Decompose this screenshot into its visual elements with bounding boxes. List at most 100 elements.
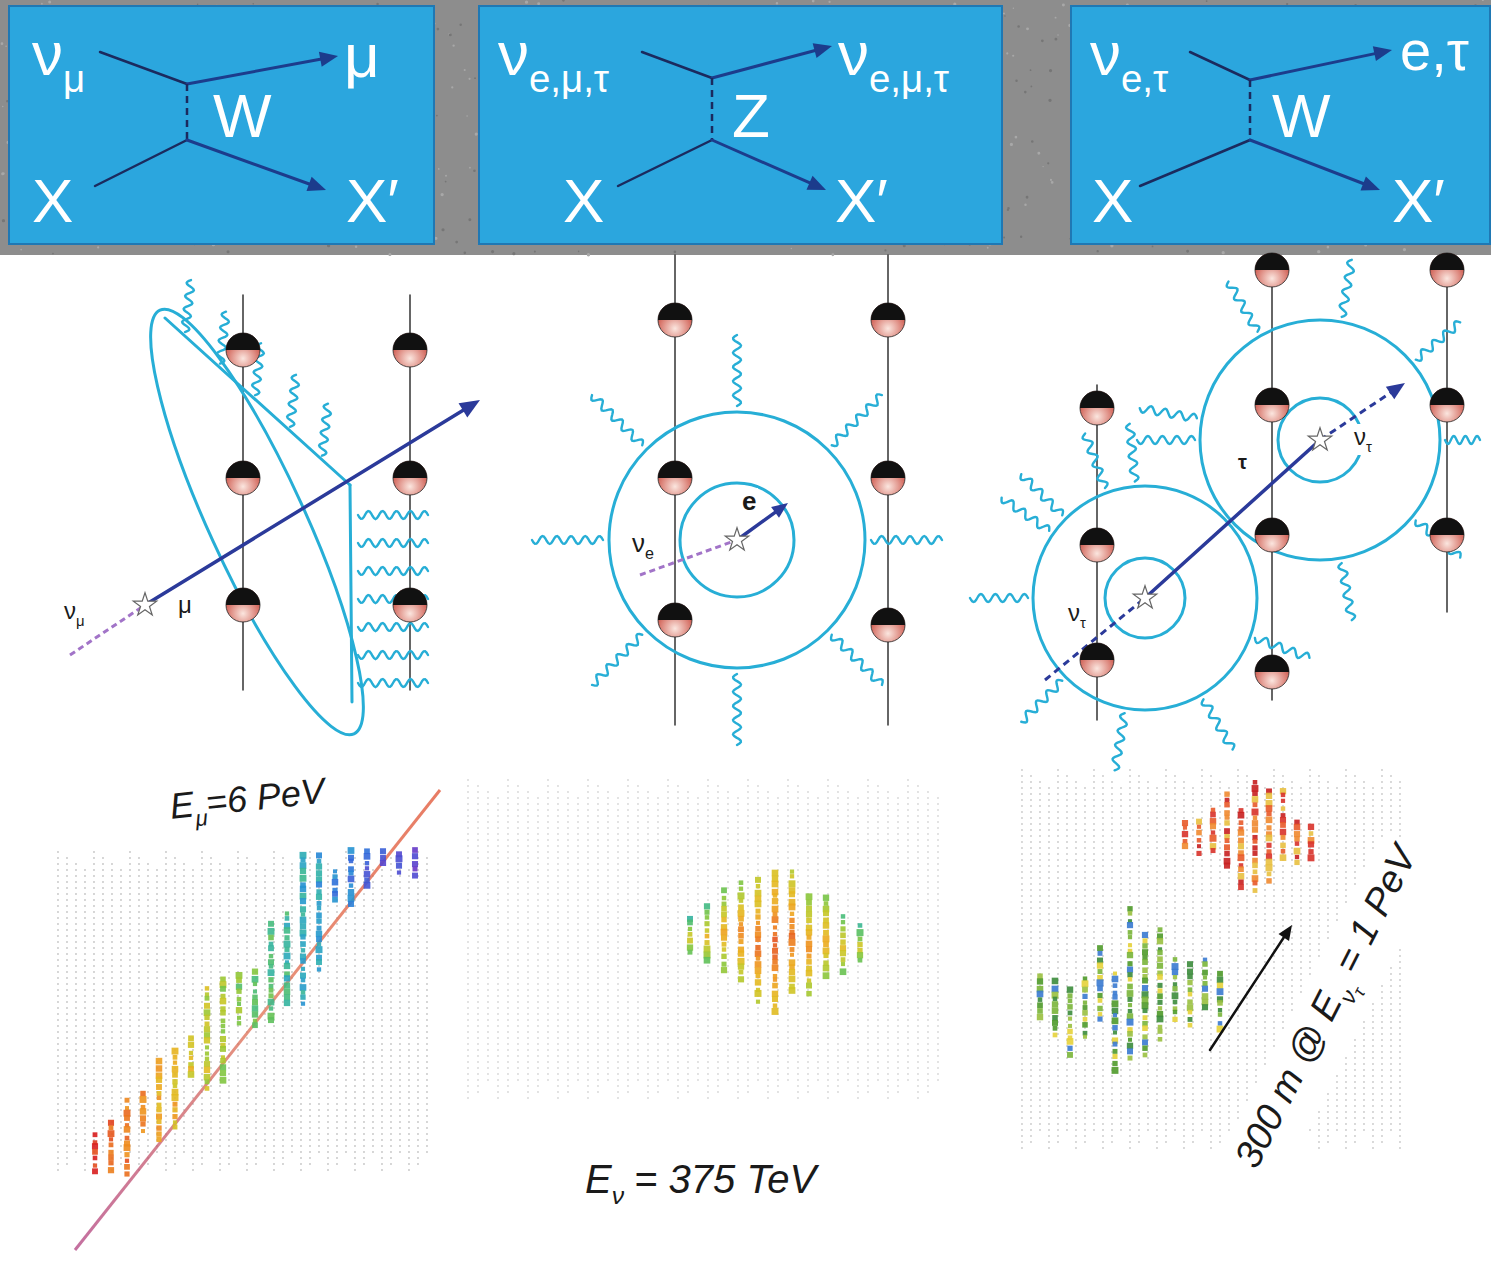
hit [220,1058,226,1064]
hit [236,989,241,994]
hit [1253,880,1258,885]
hit [300,995,305,1000]
hit [237,997,242,1002]
hit [252,1011,258,1017]
line [1045,598,1145,680]
hit [1098,998,1103,1003]
hit [1157,1016,1164,1023]
arrow-head [813,43,832,58]
hit [772,996,778,1002]
hit [269,964,273,968]
photon-squiggle [358,539,428,547]
hit [1083,1005,1088,1010]
hit [1253,802,1258,807]
optical-module [1430,253,1464,287]
hit [1142,978,1148,984]
line [187,58,326,84]
hit [204,1037,210,1043]
hit [806,900,812,906]
module-lower [871,303,905,337]
hit [1202,970,1208,976]
hit [108,1160,113,1165]
particle-symbol: X [1092,166,1133,235]
arrow-head [806,176,826,190]
photon-squiggle [358,511,428,519]
hit [704,957,711,964]
hit [1210,848,1215,853]
hit [316,912,322,918]
hit [93,1156,98,1161]
hit [1128,930,1133,935]
photon-squiggle [1445,436,1480,444]
hit [789,918,794,923]
hit [772,881,779,888]
cascade-core [680,483,794,597]
hit [220,1036,226,1042]
hit [840,926,845,931]
hit [316,889,321,894]
hit [1238,866,1244,872]
hit [738,963,744,969]
hit [268,969,275,976]
hit [1196,830,1202,836]
hit [1252,820,1258,826]
hit [1218,1008,1222,1012]
detector-string [1446,255,1448,612]
hit [317,901,322,906]
symbol-group: X [563,170,604,232]
hit [823,935,830,942]
hit [1238,873,1245,880]
hit [806,941,812,947]
optical-module [393,588,427,622]
hit [789,969,795,975]
hit [284,941,291,948]
hit [1266,811,1271,816]
hit [1182,843,1188,849]
hit [316,946,323,953]
top-band [0,0,1491,256]
hit [173,1055,178,1060]
hit [1128,1003,1132,1007]
hit [301,967,305,971]
hit [1253,888,1258,893]
optical-module [393,461,427,495]
hit [268,935,274,941]
hit [772,870,779,877]
hit [1157,1000,1162,1005]
photon-squiggle [1021,474,1063,515]
hit [1082,987,1088,993]
annotation: νe [630,530,656,562]
module-upper [1255,253,1289,270]
hit [156,1137,161,1142]
hit [1210,823,1216,829]
hit [721,887,727,893]
hit [789,924,794,929]
hit [773,925,777,929]
module-upper [1080,528,1114,545]
hit [1280,854,1287,861]
hit [1158,1006,1162,1010]
photon-squiggle [1416,321,1460,360]
hit [1142,967,1148,973]
hit [173,1120,177,1124]
hit [1128,911,1133,916]
hit [705,915,709,919]
hit [301,1002,305,1006]
hit [1197,825,1201,829]
hit [1097,1006,1102,1011]
hit [332,891,338,897]
detector-string [1271,255,1273,700]
module-upper [1255,518,1289,535]
photon-squiggle [1227,282,1260,332]
hit [840,939,845,944]
photon-squiggle [1113,713,1127,770]
hit [807,978,811,982]
module-upper [1080,391,1114,408]
hit [1038,997,1043,1002]
line [165,318,350,485]
hit [1218,1021,1223,1026]
hit [108,1150,113,1155]
hit [721,967,727,973]
hit [1281,793,1285,797]
